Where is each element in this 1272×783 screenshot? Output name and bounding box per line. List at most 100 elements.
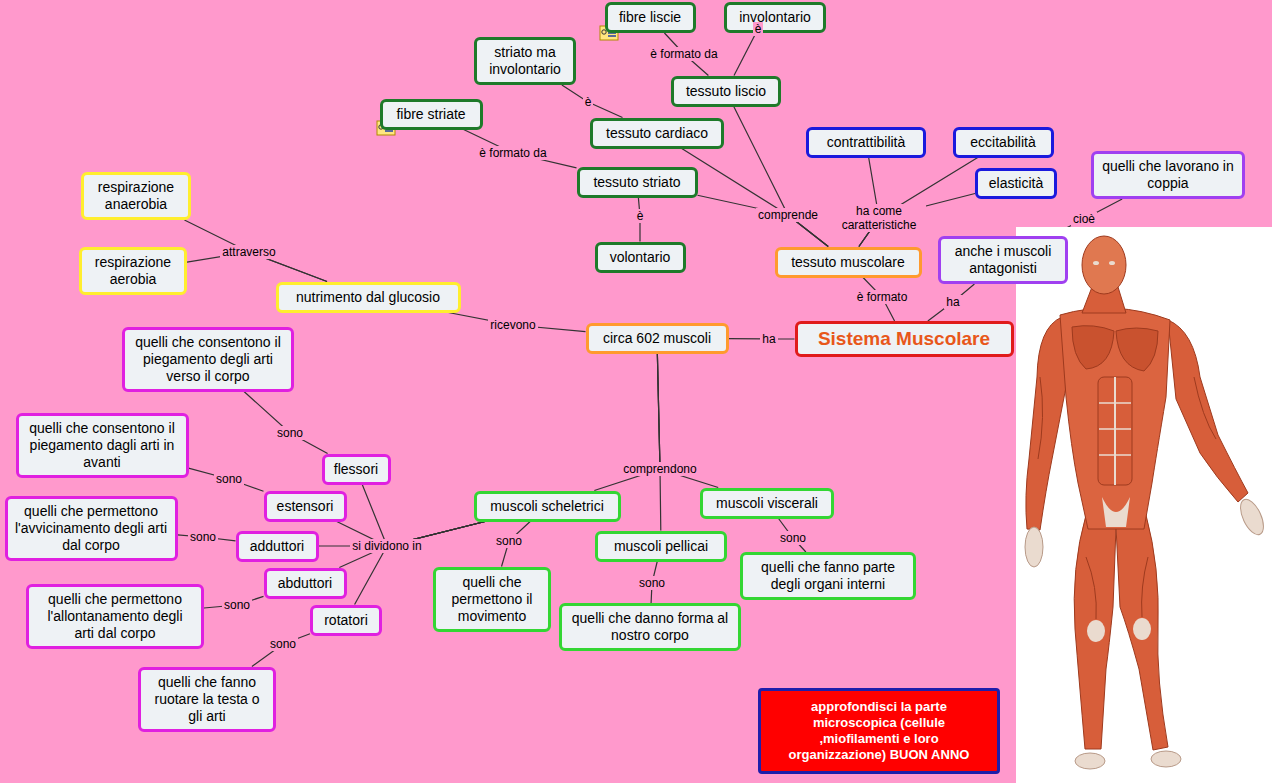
chest-muscle	[1116, 328, 1158, 371]
node-text: elasticità	[985, 175, 1047, 192]
concept-box: nutrimento dal glucosio	[276, 282, 461, 313]
node-text: quelli che consentono il piegamento dagl…	[26, 420, 179, 471]
node-text: muscoli pellicai	[605, 538, 717, 555]
concept-box: anche i muscoli antagonisti	[938, 236, 1068, 284]
concept-box: volontario	[595, 242, 686, 273]
abdominal-line	[1099, 402, 1131, 404]
node-text: striato ma involontario	[484, 44, 566, 78]
arm-muscle	[1168, 320, 1248, 502]
node-text: quelli che fanno parte degli organi inte…	[750, 559, 906, 593]
head	[1082, 236, 1126, 294]
concept-box: tessuto striato	[577, 167, 698, 198]
linea-alba	[1114, 377, 1116, 485]
link-phrase: sono	[188, 530, 218, 544]
concept-box: abduttori	[264, 568, 347, 599]
foot	[1151, 751, 1181, 767]
concept-box: quelli che danno forma al nostro corpo	[559, 603, 741, 651]
concept-box: tessuto muscolare	[775, 247, 922, 278]
link-phrase: è formato	[855, 290, 910, 304]
concept-box: muscoli scheletrici	[474, 491, 621, 522]
link-phrase: è	[753, 22, 764, 36]
connector	[252, 634, 310, 667]
abdominal-line	[1099, 428, 1131, 430]
knee	[1133, 618, 1151, 640]
concept-box: elasticità	[975, 168, 1057, 199]
concept-box: adduttori	[236, 531, 319, 562]
chest-muscle	[1072, 326, 1114, 369]
node-text: quelli che permettono l'allontanamento d…	[36, 591, 194, 642]
muscle-line	[1194, 377, 1216, 439]
link-phrase: ha come caratteristiche	[832, 204, 926, 232]
node-text: fibre striate	[390, 106, 473, 123]
concept-box: estensori	[264, 491, 347, 522]
connector	[682, 149, 828, 247]
link-phrase: sono	[778, 531, 808, 545]
link-phrase: è	[635, 209, 646, 223]
concept-box: respirazione anaerobia	[81, 172, 191, 220]
link-phrase: ha	[944, 295, 961, 309]
concept-box: involontario	[724, 2, 826, 33]
link-phrase: sono	[637, 576, 667, 590]
figure-ground	[1016, 227, 1272, 783]
node-text: nutrimento dal glucosio	[286, 289, 451, 306]
concept-box: flessori	[322, 454, 391, 485]
link-phrase: si dividono in	[350, 539, 423, 553]
connector	[859, 158, 978, 247]
main-concept-box: Sistema Muscolare	[795, 321, 1014, 357]
node-text: quelli che danno forma al nostro corpo	[569, 610, 731, 644]
concept-box: tessuto liscio	[671, 76, 781, 107]
node-text: circa 602 muscoli	[596, 330, 719, 347]
note-box: approfondisci la parte microscopica (cel…	[758, 688, 1000, 774]
node-text: quelli che fanno ruotare la testa o gli …	[148, 674, 266, 725]
concept-box: circa 602 muscoli	[586, 323, 729, 354]
node-text: contrattibilità	[816, 134, 916, 151]
node-text: quelli che permettono l'avvicinamento de…	[15, 503, 168, 554]
arm-muscle	[1026, 317, 1066, 530]
link-phrase: ricevono	[488, 318, 537, 332]
link-phrase: è	[583, 95, 594, 109]
link-phrase: attraverso	[220, 245, 277, 259]
node-text: muscoli viscerali	[710, 495, 824, 512]
link-phrase: sono	[214, 472, 244, 486]
pelvis	[1102, 497, 1130, 527]
hand	[1236, 496, 1268, 538]
eye	[1093, 261, 1099, 265]
concept-box: contrattibilità	[806, 127, 926, 158]
concept-box: quelli che fanno parte degli organi inte…	[740, 552, 916, 600]
concept-box: quelli che permettono il movimento	[433, 567, 551, 632]
connector	[928, 284, 975, 321]
concept-box: quelli che fanno ruotare la testa o gli …	[138, 667, 276, 732]
concept-box: rotatori	[310, 605, 382, 636]
link-phrase: sono	[275, 426, 305, 440]
concept-box: eccitabilità	[953, 127, 1054, 158]
concept-box: muscoli viscerali	[700, 488, 834, 519]
node-text: tessuto muscolare	[785, 254, 912, 271]
connector	[184, 220, 327, 282]
concept-box: quelli che consentono il piegamento dagl…	[16, 413, 189, 478]
concept-box: tessuto cardiaco	[590, 118, 724, 149]
node-text: abduttori	[274, 575, 337, 592]
node-text: estensori	[274, 498, 337, 515]
torso-muscle	[1060, 308, 1170, 529]
node-text: eccitabilità	[963, 134, 1044, 151]
connector	[244, 392, 328, 454]
link-phrase: comprendono	[621, 462, 698, 476]
node-text: rotatori	[320, 612, 372, 629]
hand	[1025, 527, 1043, 567]
connector	[189, 468, 264, 491]
muscle-line	[1142, 557, 1148, 617]
node-text: Sistema Muscolare	[806, 328, 1003, 350]
link-phrase: è formato da	[648, 47, 719, 61]
node-text: fibre liscie	[615, 9, 686, 26]
node-text: quelli che permettono il movimento	[443, 574, 541, 625]
node-text: adduttori	[246, 538, 309, 555]
node-text: tessuto cardiaco	[600, 125, 714, 142]
leg-muscle	[1074, 515, 1116, 749]
link-phrase: sono	[268, 637, 298, 651]
node-text: respirazione anaerobia	[91, 179, 181, 213]
link-phrase: cioè	[1071, 212, 1097, 226]
node-text: respirazione aerobia	[89, 254, 177, 288]
node-text: anche i muscoli antagonisti	[948, 243, 1058, 277]
node-text: tessuto liscio	[681, 83, 771, 100]
